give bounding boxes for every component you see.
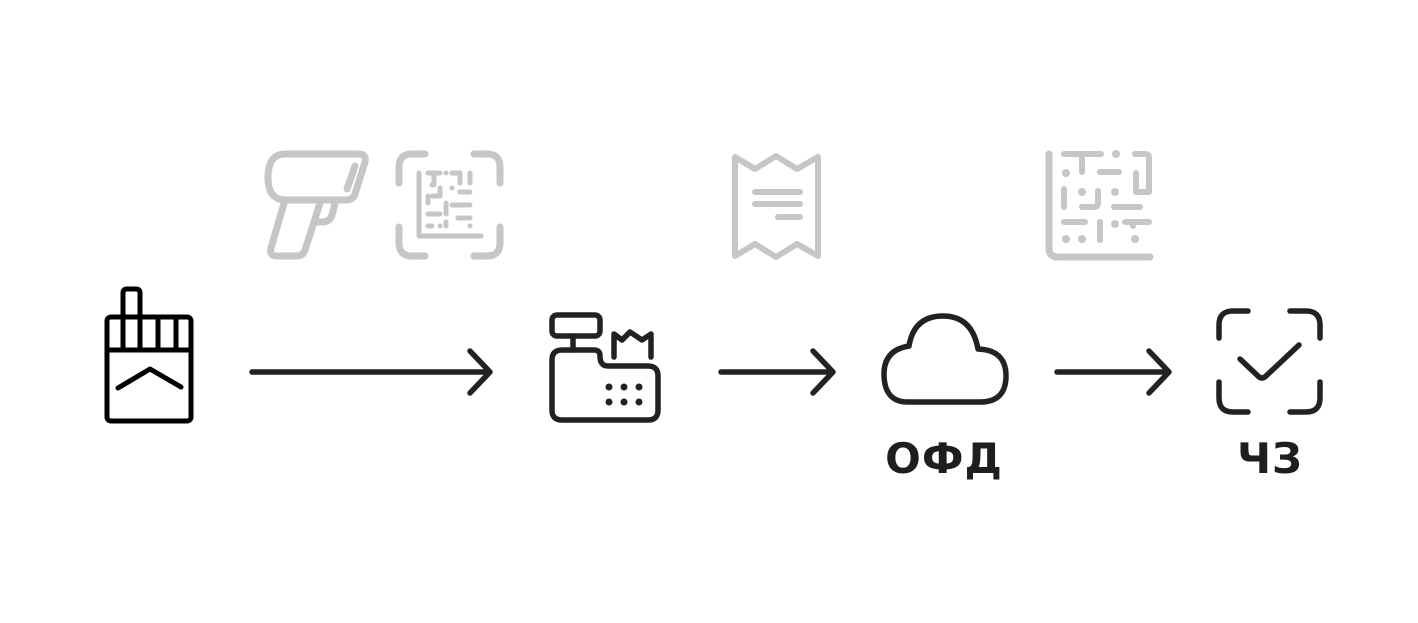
chz-label: ЧЗ (1237, 434, 1303, 483)
qr-scan-icon (395, 150, 504, 260)
check-scan-icon (1216, 308, 1323, 415)
cigarette-pack-icon (104, 286, 194, 424)
cash-register-icon (549, 312, 661, 423)
receipt-icon (732, 153, 821, 260)
barcode-scanner-icon (264, 150, 369, 260)
arrow-3 (1054, 348, 1172, 396)
arrow-2 (718, 348, 836, 396)
arrow-1 (249, 348, 493, 396)
cloud-icon (881, 313, 1009, 405)
ofd-label: ОФД (885, 434, 1003, 483)
datamatrix-icon (1045, 150, 1154, 261)
